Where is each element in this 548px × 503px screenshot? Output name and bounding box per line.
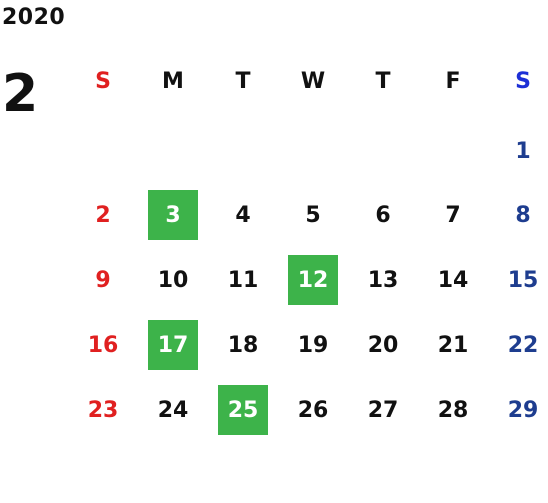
day-cell-2[interactable]: 2 bbox=[95, 202, 111, 228]
day-cell-29[interactable]: 29 bbox=[507, 397, 539, 423]
weekday-header-friday: F bbox=[445, 68, 461, 94]
day-cell-7[interactable]: 7 bbox=[445, 202, 461, 228]
weekday-header-saturday: S bbox=[515, 68, 531, 94]
day-cell-6[interactable]: 6 bbox=[375, 202, 391, 228]
day-cell-9[interactable]: 9 bbox=[95, 267, 111, 293]
day-cell-12[interactable]: 12 bbox=[288, 255, 338, 305]
day-cell-20[interactable]: 20 bbox=[367, 332, 399, 358]
day-cell-13[interactable]: 13 bbox=[367, 267, 399, 293]
day-cell-11[interactable]: 11 bbox=[227, 267, 259, 293]
day-cell-5[interactable]: 5 bbox=[305, 202, 321, 228]
day-cell-19[interactable]: 19 bbox=[297, 332, 329, 358]
day-cell-25[interactable]: 25 bbox=[218, 385, 268, 435]
day-cell-26[interactable]: 26 bbox=[297, 397, 329, 423]
year-label: 2020 bbox=[2, 5, 66, 30]
day-cell-1[interactable]: 1 bbox=[515, 138, 531, 164]
day-cell-10[interactable]: 10 bbox=[157, 267, 189, 293]
day-cell-27[interactable]: 27 bbox=[367, 397, 399, 423]
day-cell-22[interactable]: 22 bbox=[507, 332, 539, 358]
day-cell-15[interactable]: 15 bbox=[507, 267, 539, 293]
day-cell-28[interactable]: 28 bbox=[437, 397, 469, 423]
weekday-header-wednesday: W bbox=[300, 68, 326, 94]
weekday-header-sunday: S bbox=[95, 68, 111, 94]
day-cell-16[interactable]: 16 bbox=[87, 332, 119, 358]
day-cell-18[interactable]: 18 bbox=[227, 332, 259, 358]
day-cell-24[interactable]: 24 bbox=[157, 397, 189, 423]
day-cell-8[interactable]: 8 bbox=[515, 202, 531, 228]
day-cell-3[interactable]: 3 bbox=[148, 190, 198, 240]
day-cell-23[interactable]: 23 bbox=[87, 397, 119, 423]
weekday-header-monday: M bbox=[162, 68, 184, 94]
month-label: 2 bbox=[2, 64, 39, 124]
day-cell-4[interactable]: 4 bbox=[235, 202, 251, 228]
day-cell-21[interactable]: 21 bbox=[437, 332, 469, 358]
day-cell-14[interactable]: 14 bbox=[437, 267, 469, 293]
weekday-header-tuesday: T bbox=[235, 68, 251, 94]
weekday-header-thursday: T bbox=[375, 68, 391, 94]
day-cell-17[interactable]: 17 bbox=[148, 320, 198, 370]
